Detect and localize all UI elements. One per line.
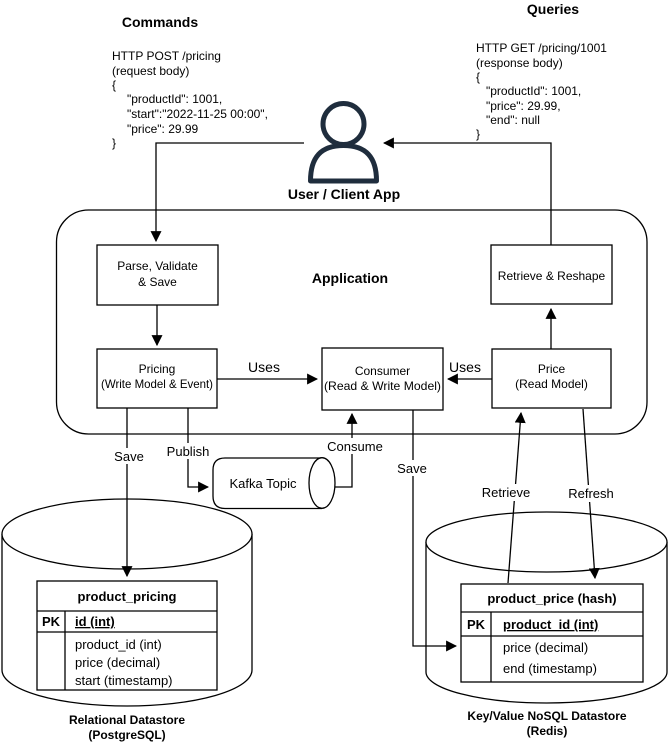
- product-pricing-field-1: product_id (int): [75, 637, 162, 652]
- product-pricing-pk-label: PK: [42, 614, 61, 629]
- consumer-box-line2: (Read & Write Model): [324, 379, 441, 393]
- product-pricing-pk-field: id (int): [75, 614, 115, 629]
- kafka-topic-label: Kafka Topic: [230, 476, 297, 491]
- consumer-box-line1: Consumer: [355, 364, 410, 378]
- queries-line: HTTP GET /pricing/1001: [476, 41, 607, 55]
- product-price-field-2: end (timestamp): [503, 661, 597, 676]
- consume-label: Consume: [327, 439, 383, 454]
- edge-labels: Uses Uses Save Publish Consume Save Retr…: [109, 359, 618, 502]
- commands-line: HTTP POST /pricing: [112, 49, 221, 63]
- user-head-icon: [320, 101, 367, 147]
- parse-box-line2: & Save: [138, 275, 177, 289]
- redis-caption-line2: (Redis): [527, 724, 568, 738]
- save-right-label: Save: [397, 461, 427, 476]
- parse-box-line1: Parse, Validate: [117, 259, 198, 273]
- consumer-box: Consumer (Read & Write Model): [321, 347, 444, 411]
- kafka-topic-cylinder: Kafka Topic: [212, 457, 336, 510]
- arrow-consumer-save-to-redis: [412, 410, 458, 652]
- product-price-title: product_price (hash): [487, 591, 616, 606]
- commands-line: "start":"2022-11-25 00:00",: [127, 107, 268, 121]
- save-left-label: Save: [114, 449, 144, 464]
- product-price-pk-label: PK: [467, 617, 486, 632]
- commands-line: "productId": 1001,: [127, 92, 222, 106]
- uses-right-label: Uses: [449, 359, 481, 375]
- refresh-label: Refresh: [568, 486, 614, 501]
- parse-validate-save-box: Parse, Validate & Save: [96, 244, 219, 306]
- queries-line: "end": null: [486, 113, 540, 127]
- commands-title: Commands: [122, 14, 198, 30]
- postgres-caption-line1: Relational Datastore: [69, 713, 185, 727]
- queries-title: Queries: [527, 1, 579, 17]
- arrow-pricing-publish-to-kafka: [187, 408, 210, 493]
- user-body-icon: [308, 143, 379, 184]
- queries-line: }: [476, 127, 480, 141]
- retrieve-reshape-box: Retrieve & Reshape: [490, 244, 613, 305]
- product-price-pk-field: product_id (int): [503, 617, 598, 632]
- retrieve-reshape-label: Retrieve & Reshape: [498, 269, 606, 283]
- queries-block: Queries HTTP GET /pricing/1001 (response…: [476, 1, 607, 141]
- commands-line: "price": 29.99: [127, 122, 199, 136]
- price-read-model-box: Price (Read Model): [491, 348, 612, 409]
- commands-line: }: [112, 136, 116, 150]
- arrow-user-to-parse: [150, 142, 304, 243]
- product-pricing-field-3: start (timestamp): [75, 673, 173, 688]
- product-pricing-title: product_pricing: [78, 589, 177, 604]
- product-price-field-1: price (decimal): [503, 640, 588, 655]
- product-pricing-table: product_pricing PK id (int) product_id (…: [36, 580, 218, 691]
- uses-left-label: Uses: [248, 359, 280, 375]
- postgres-caption-line2: (PostgreSQL): [88, 728, 165, 742]
- product-pricing-field-2: price (decimal): [75, 655, 160, 670]
- product-price-table: product_price (hash) PK product_id (int)…: [460, 583, 644, 683]
- queries-line: "price": 29.99,: [486, 99, 561, 113]
- pricing-box-line2: (Write Model & Event): [101, 377, 213, 391]
- retrieve-label: Retrieve: [482, 485, 530, 500]
- pricing-box-line1: Pricing: [139, 362, 176, 376]
- price-box-line2: (Read Model): [515, 377, 588, 391]
- commands-line: (request body): [112, 64, 189, 78]
- price-box-line1: Price: [538, 362, 566, 376]
- queries-line: "productId": 1001,: [486, 84, 581, 98]
- arrow-reshape-to-user: [382, 137, 552, 245]
- queries-line: {: [476, 70, 480, 84]
- publish-label: Publish: [167, 444, 210, 459]
- queries-line: (response body): [476, 56, 563, 70]
- commands-block: Commands HTTP POST /pricing (request bod…: [112, 14, 268, 150]
- application-label: Application: [312, 270, 388, 286]
- pricing-write-model-box: Pricing (Write Model & Event): [96, 348, 218, 409]
- commands-line: {: [112, 78, 116, 92]
- user-client-app-label: User / Client App: [288, 186, 400, 202]
- user-client-app: User / Client App: [288, 101, 400, 202]
- redis-caption-line1: Key/Value NoSQL Datastore: [467, 709, 626, 723]
